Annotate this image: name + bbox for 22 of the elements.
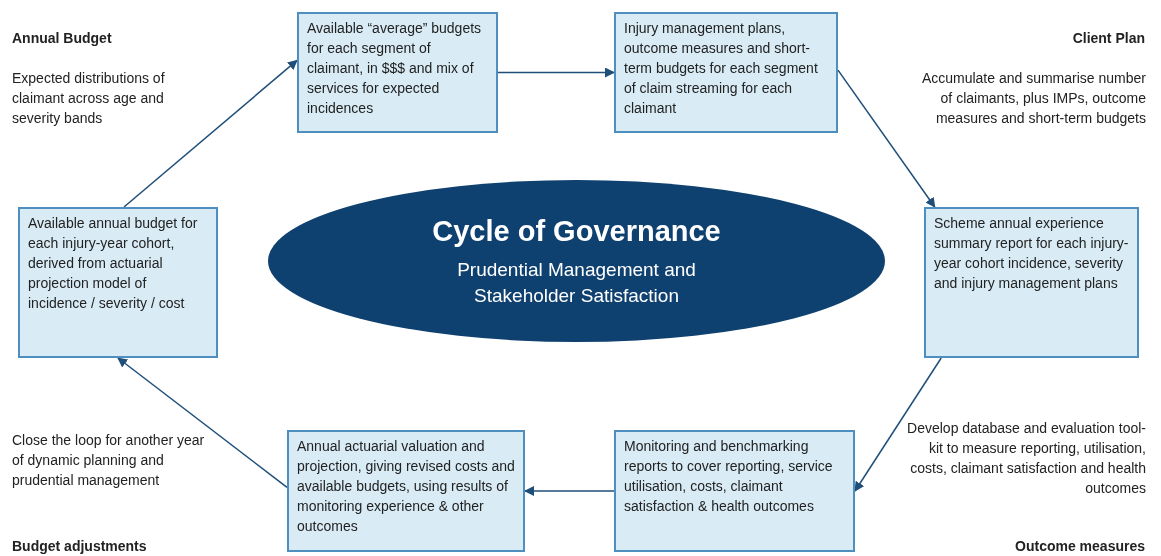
section-heading: Outcome measures	[1014, 537, 1145, 556]
process-box: Monitoring and benchmarking reports to cover reporting, service utilisation, costs, claimant satisfaction & health outcomes	[614, 430, 855, 552]
annotation-text: Expected distributions of claimant across age and severity bands	[12, 69, 166, 128]
process-box: Injury management plans, outcome measures and short-term budgets for each segment of claim streaming for each claimant	[614, 12, 838, 133]
section-heading: Annual Budget	[12, 29, 113, 48]
annotation-text: Close the loop for another year of dynamic planning and prudential management	[12, 431, 206, 490]
process-box: Available annual budget for each injury-year cohort, derived from actuarial projection model of incidence / severity / cost	[18, 207, 218, 358]
arrow	[524, 486, 615, 496]
arrow	[497, 67, 615, 78]
process-box: Scheme annual experience summary report for each injury-year cohort incidence, severity and injury management plans	[924, 207, 1139, 358]
arrow	[117, 357, 288, 489]
arrow	[123, 59, 298, 208]
process-box: Annual actuarial valuation and projection, giving revised costs and available budgets, using results of monitoring experience & other outcomes	[287, 430, 525, 552]
ellipse-title: Cycle of Governance	[432, 213, 721, 249]
section-heading: Client Plan	[1071, 29, 1145, 48]
annotation-text: Accumulate and summarise number of claimants, plus IMPs, outcome measures and short-term budgets	[920, 69, 1146, 128]
arrow	[837, 69, 936, 208]
arrow	[854, 357, 942, 492]
annotation-text: Develop database and evaluation tool-kit to measure reporting, utilisation, costs, claimant satisfaction and health outcomes	[906, 419, 1146, 498]
process-box: Available “average” budgets for each segment of claimant, in $$$ and mix of services for expected incidences	[297, 12, 498, 133]
ellipse-subtitle: Prudential Management and Stakeholder Satisfaction	[456, 258, 697, 309]
section-heading: Budget adjustments	[12, 537, 148, 556]
